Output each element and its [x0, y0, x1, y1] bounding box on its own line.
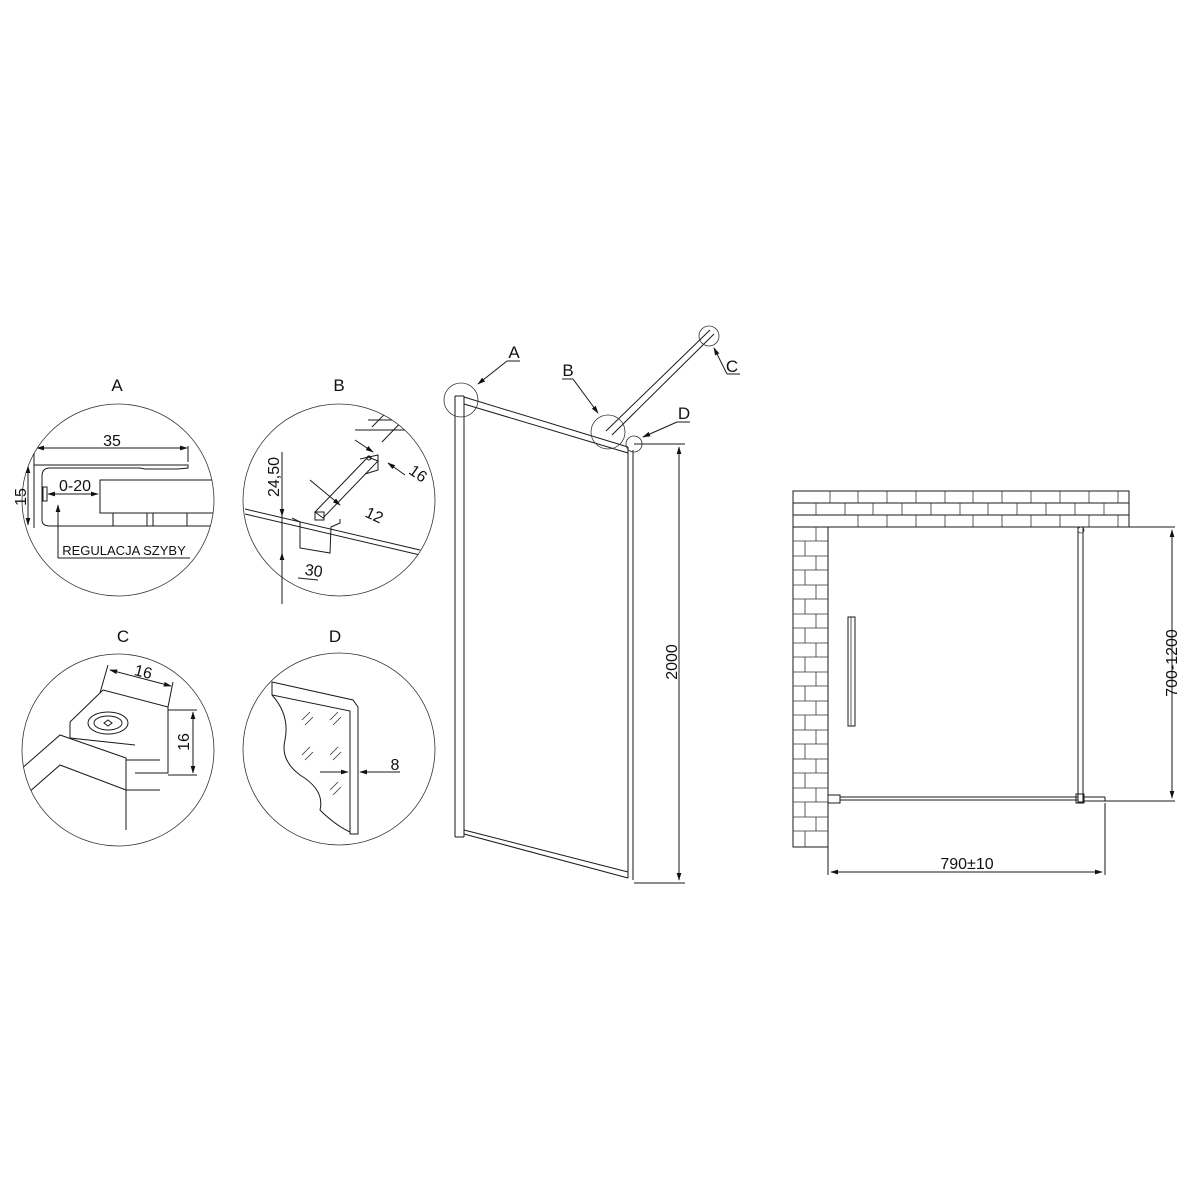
plan-view	[792, 490, 1175, 875]
detail-a-dim-adjust: 0-20	[59, 478, 91, 495]
elevation-height: 2000	[664, 644, 681, 680]
detail-b-dim-bar: 12	[362, 504, 385, 527]
detail-d	[242, 652, 436, 846]
detail-b-dim-bracket: 16	[405, 462, 429, 486]
callout-d: D	[678, 404, 690, 423]
detail-a-note: REGULACJA SZYBY	[62, 543, 186, 558]
detail-b-dim-height: 24,50	[266, 457, 283, 497]
detail-c-dim-height: 16	[176, 733, 193, 751]
callout-b: B	[562, 361, 573, 380]
detail-d-dim-glass: 8	[391, 757, 400, 774]
detail-b-label: B	[333, 376, 344, 395]
detail-d-label: D	[329, 627, 341, 646]
detail-c-dim-width: 16	[132, 662, 153, 683]
detail-a-label: A	[111, 376, 123, 395]
plan-width: 790±10	[940, 856, 993, 873]
detail-a-dim-width: 35	[103, 433, 121, 450]
callout-a: A	[508, 343, 520, 362]
detail-b	[242, 403, 436, 604]
detail-b-dim-base: 30	[304, 562, 324, 581]
panel-elevation	[443, 325, 740, 884]
detail-a	[21, 403, 215, 597]
detail-a-dim-height: 15	[13, 488, 30, 506]
plan-depth: 700-1200	[1164, 629, 1181, 697]
callout-c: C	[726, 357, 738, 376]
detail-c-label: C	[117, 627, 129, 646]
detail-c	[21, 653, 215, 847]
